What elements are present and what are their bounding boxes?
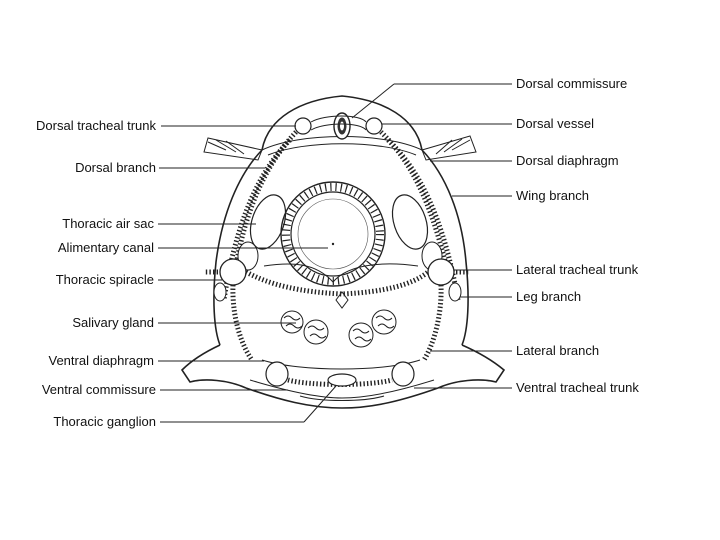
label-dorsal-diaphragm: Dorsal diaphragm [516,153,619,168]
label-alimentary-canal: Alimentary canal [58,240,154,255]
lateral-tracheal-trunks [205,258,470,297]
label-wing-branch: Wing branch [516,188,589,203]
dorsal-tracheal-trunks [294,115,383,135]
labels-left: Dorsal tracheal trunk Dorsal branch Thor… [36,118,156,429]
label-thoracic-ganglion: Thoracic ganglion [53,414,156,429]
label-thoracic-spiracle: Thoracic spiracle [56,272,154,287]
label-ventral-commissure: Ventral commissure [42,382,156,397]
salivary-glands [280,309,397,348]
body-outline [180,95,506,409]
wing-right [421,135,477,161]
label-thoracic-air-sac: Thoracic air sac [62,216,154,231]
label-dorsal-commissure: Dorsal commissure [516,76,627,91]
leader-lines-right [351,83,512,389]
label-ventral-tracheal-trunk: Ventral tracheal trunk [516,380,639,395]
label-dorsal-vessel: Dorsal vessel [516,116,594,131]
median-septum [335,291,349,309]
label-leg-branch: Leg branch [516,289,581,304]
wing-left [203,137,263,161]
label-lateral-tracheal-trunk: Lateral tracheal trunk [516,262,639,277]
labels-right: Dorsal commissure Dorsal vessel Dorsal d… [516,76,639,395]
label-lateral-branch: Lateral branch [516,343,599,358]
leg-branches [213,282,462,362]
label-dorsal-tracheal-trunk: Dorsal tracheal trunk [36,118,156,133]
thoracic-air-sacs [237,194,443,271]
dorsal-vessel [333,112,351,140]
label-salivary-gland: Salivary gland [72,315,154,330]
ventral-tracheal-trunks [261,359,421,387]
alimentary-canal [280,181,386,287]
label-dorsal-branch: Dorsal branch [75,160,156,175]
label-ventral-diaphragm: Ventral diaphragm [48,353,154,368]
thoracic-ganglion [299,373,385,401]
leader-lines-left [158,125,337,423]
